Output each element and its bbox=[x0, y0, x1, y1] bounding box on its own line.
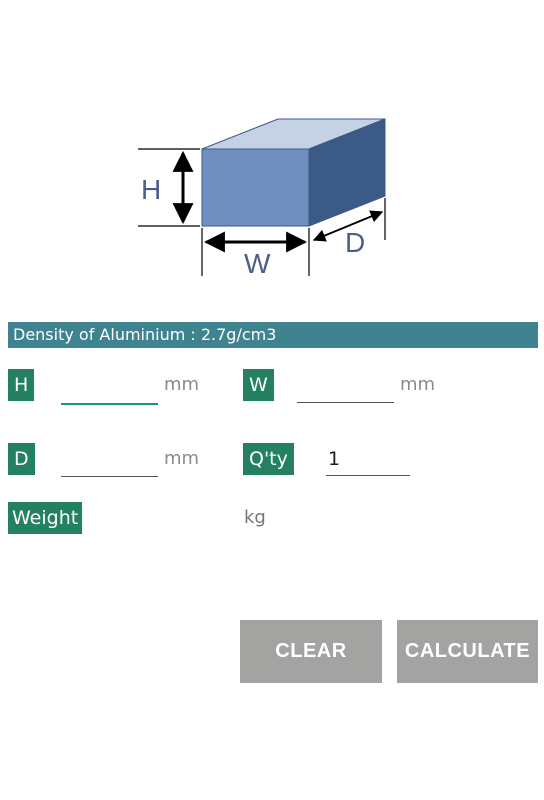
weight-unit: kg bbox=[244, 507, 266, 528]
calculate-button[interactable]: CALCULATE bbox=[397, 620, 538, 683]
w-label-tag: W bbox=[243, 369, 274, 401]
box-front-face bbox=[201, 148, 310, 227]
qty-label-tag: Q'ty bbox=[243, 443, 294, 475]
d-label-tag: D bbox=[8, 443, 35, 475]
qty-input-field[interactable] bbox=[326, 443, 410, 476]
d-input[interactable] bbox=[61, 444, 158, 476]
density-banner: Density of Aluminium : 2.7g/cm3 bbox=[8, 322, 538, 348]
h-input[interactable] bbox=[61, 371, 158, 403]
h-unit: mm bbox=[164, 374, 200, 395]
h-input-field[interactable] bbox=[61, 371, 158, 405]
clear-button[interactable]: CLEAR bbox=[240, 620, 382, 683]
qty-input[interactable] bbox=[326, 443, 410, 475]
diagram-label-d: D bbox=[345, 227, 365, 258]
diagram-label-h: H bbox=[141, 174, 161, 205]
h-label-tag: H bbox=[8, 369, 35, 401]
weight-label-tag: Weight bbox=[8, 502, 83, 534]
d-unit: mm bbox=[164, 448, 200, 469]
w-unit: mm bbox=[400, 374, 436, 395]
d-input-field[interactable] bbox=[61, 444, 158, 477]
w-input-field[interactable] bbox=[297, 370, 394, 403]
d-dimension-arrow bbox=[312, 210, 384, 242]
w-input[interactable] bbox=[297, 370, 394, 402]
box-dimension-diagram: H W D bbox=[138, 118, 386, 279]
diagram-label-w: W bbox=[244, 248, 271, 279]
